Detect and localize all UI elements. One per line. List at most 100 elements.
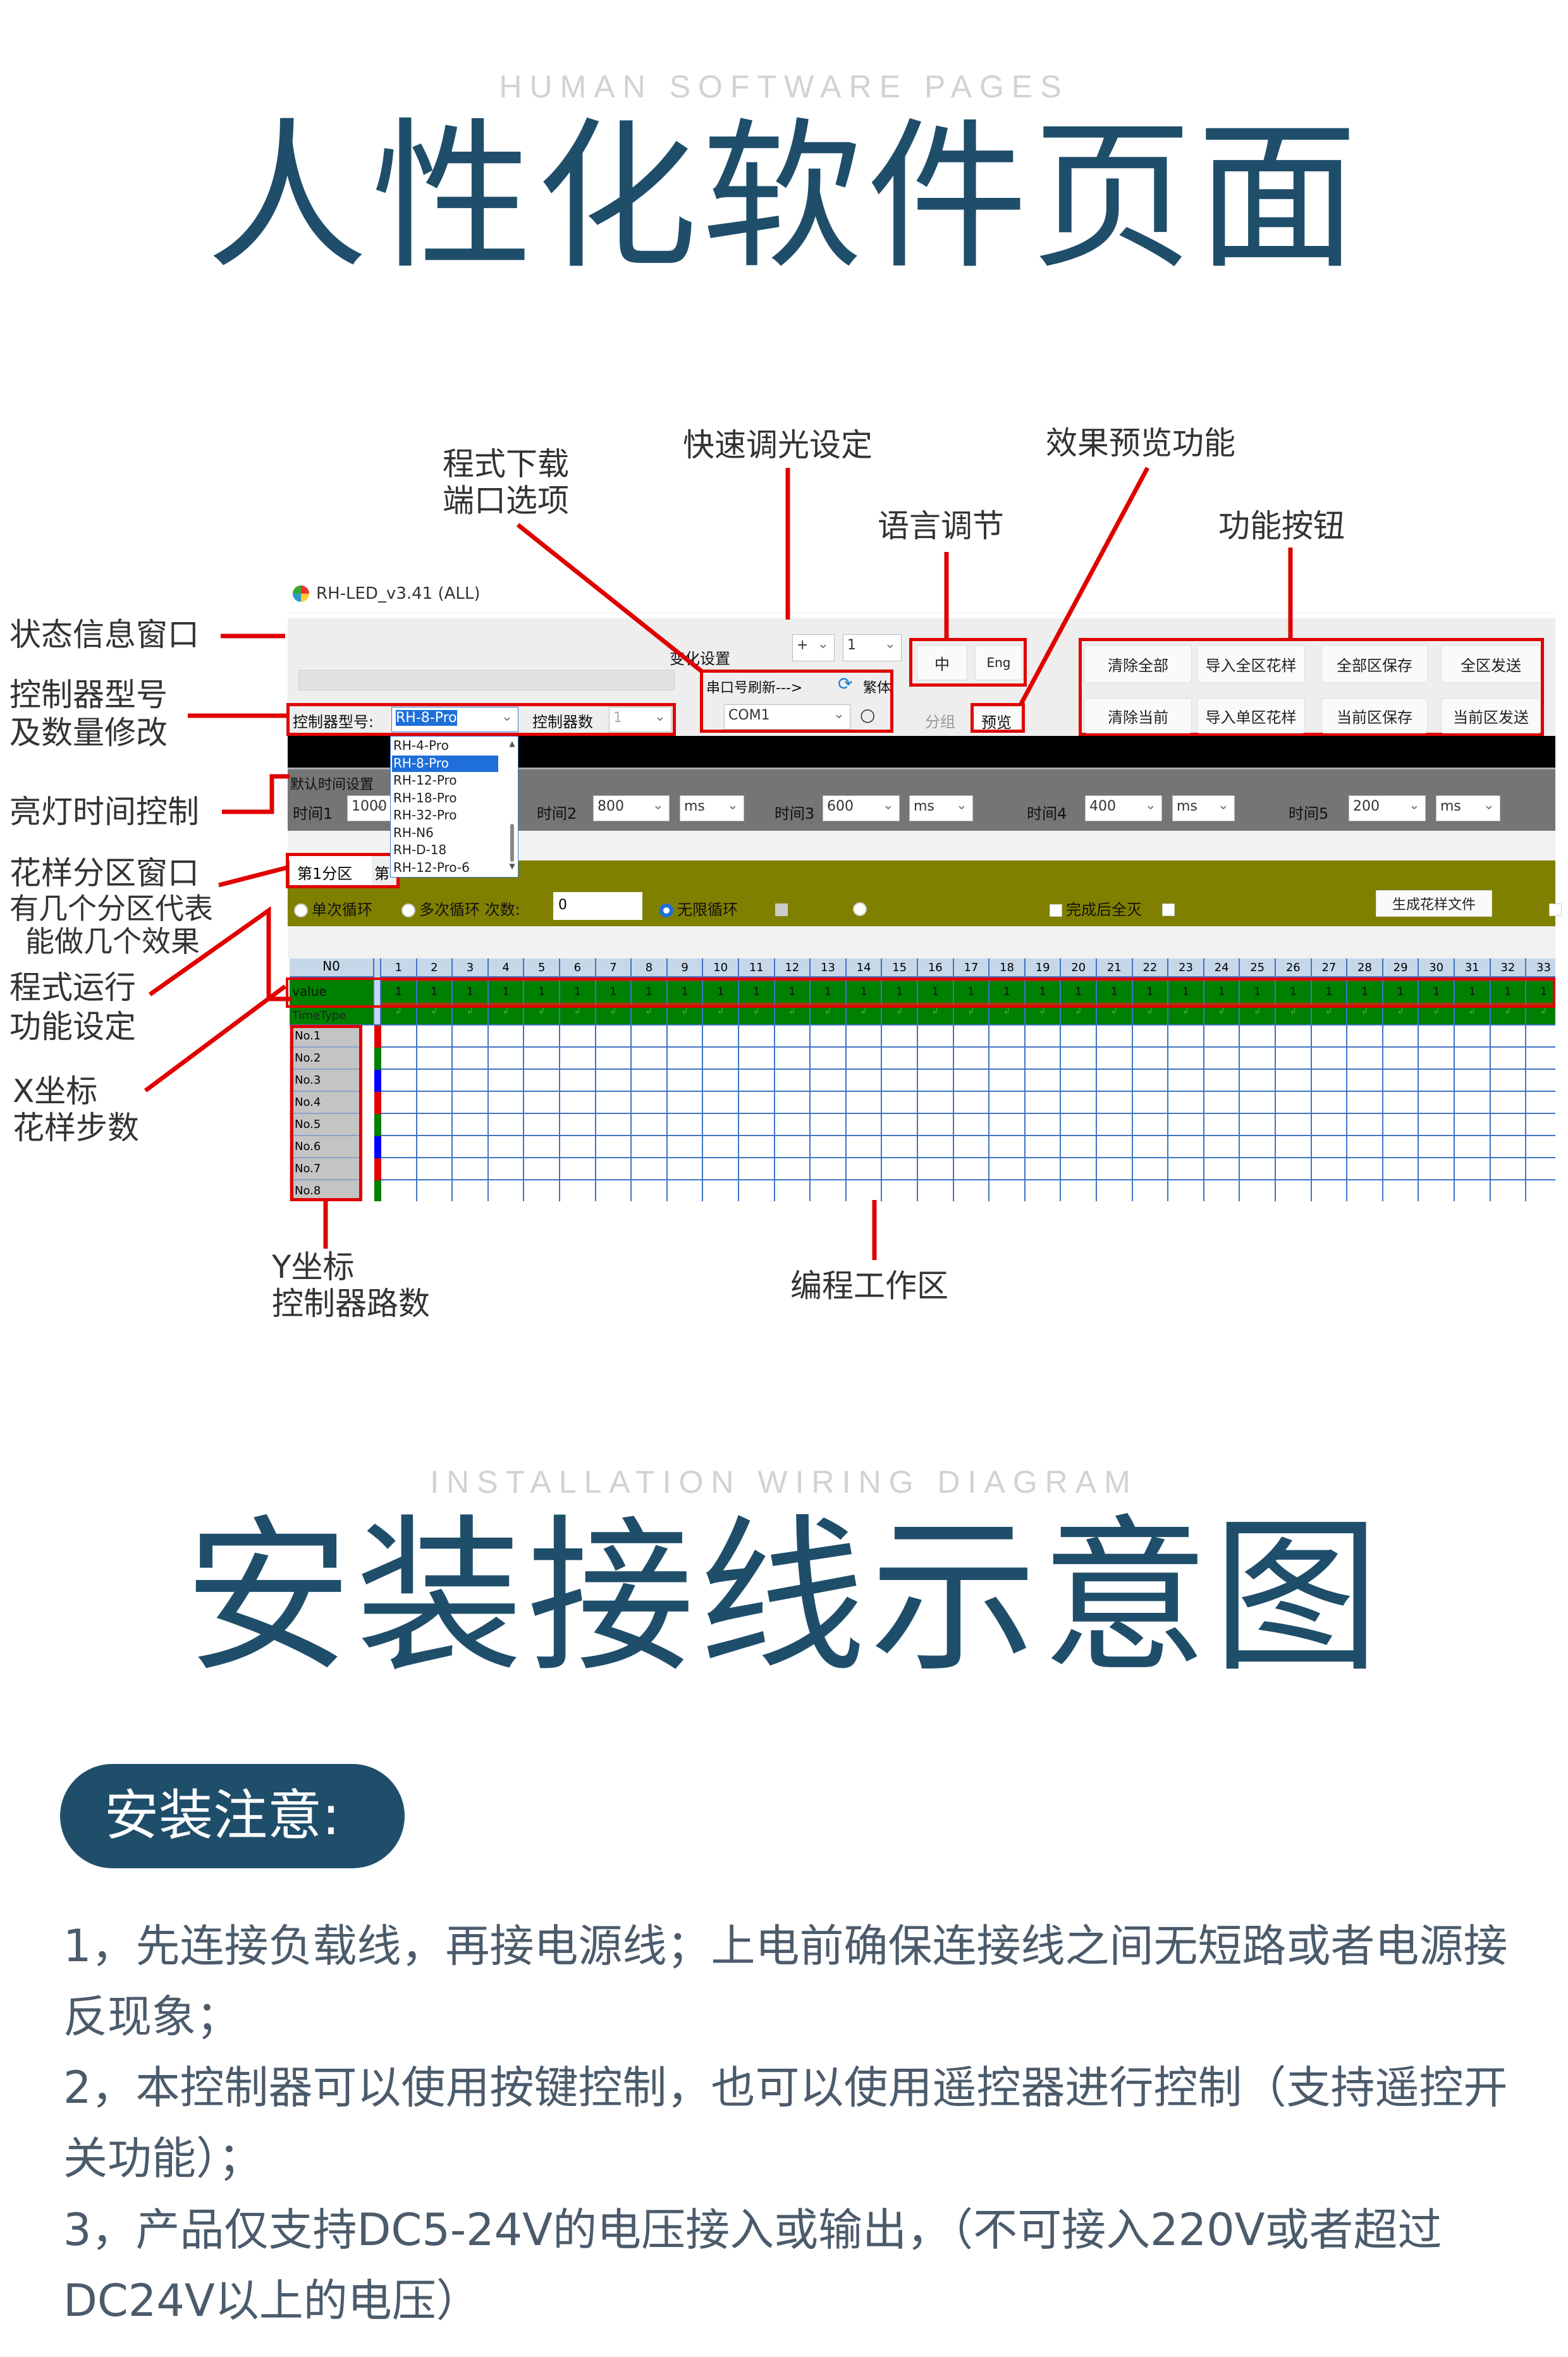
grid-cell [775,1158,811,1180]
dropdown-option[interactable]: RH-D-18 [393,842,447,857]
save-all-button[interactable]: 全部区保存 [1321,645,1428,683]
grid-cell [811,1158,847,1180]
timetype-cell: ↲ [1204,1007,1240,1025]
time1-input[interactable]: 1000 [347,795,391,821]
row-label: No.8 [290,1180,362,1201]
grid-cell [1204,1092,1240,1114]
import-single-button[interactable]: 导入单区花样 [1197,698,1305,733]
grid-cell [632,1158,668,1180]
grid-cell [953,1070,990,1092]
grid-cell [811,1070,847,1092]
time4-unit[interactable]: ms [1172,795,1235,821]
lang-en-button[interactable]: Eng [975,645,1022,680]
grid-cell [667,1025,704,1048]
time-section-label: 默认时间设置 [290,777,374,793]
grid-cell [1168,1114,1204,1136]
time3-unit[interactable]: ms [909,795,973,821]
title-bar: RH-LED_v3.41 (ALL) [288,575,1555,613]
grid-cell [488,1070,525,1092]
change-value-select[interactable]: 1 [843,634,902,661]
callout-partition-3: 能做几个效果 [25,924,200,958]
dropdown-option[interactable]: RH-12-Pro-6 [393,859,470,875]
count-select[interactable]: 1 [609,707,671,732]
grid-cell [1240,1092,1276,1114]
lang-zh-button[interactable]: 中 [917,645,967,680]
time2-unit[interactable]: ms [680,795,744,821]
grid-cell [1419,1180,1455,1201]
loop-count-input[interactable]: 0 [553,892,642,920]
row-color-marker [374,1158,381,1180]
timetype-cell: ↲ [667,1007,704,1025]
grid-cell [739,1092,775,1114]
grid-cell [1061,1180,1097,1201]
row-labels-highlight [290,1025,362,1201]
import-all-button[interactable]: 导入全区花样 [1197,645,1305,683]
column-header: 28 [1347,958,1383,977]
refresh-icon[interactable]: ⟳ [838,673,853,694]
grid-cell [846,1136,883,1158]
disabled-checkbox-2 [1162,903,1175,916]
grid-cell [560,1114,596,1136]
time3-input[interactable]: 600 [823,795,900,821]
model-select[interactable]: RH-8-Pro [391,707,518,732]
single-loop-radio[interactable] [294,903,308,917]
time4-input[interactable]: 400 [1085,795,1162,821]
clear-all-button[interactable]: 清除全部 [1084,645,1192,683]
time5-input[interactable]: 200 [1349,795,1426,821]
grid-cell [918,1070,954,1092]
grid-cell [1204,1136,1240,1158]
change-op-select[interactable]: + [792,634,835,661]
multi-loop-radio[interactable] [401,903,415,917]
send-all-button[interactable]: 全区发送 [1441,645,1541,683]
grid-cell [1526,1092,1555,1114]
grid-cell [775,1180,811,1201]
time2-input[interactable]: 800 [593,795,670,821]
grid-cell [918,1180,954,1201]
tab-partition-1[interactable]: 第1分区 [290,856,372,885]
dropdown-option[interactable]: RH-N6 [393,824,434,840]
dropdown-option[interactable]: RH-32-Pro [393,807,457,823]
grid-cell [596,1025,632,1048]
grid-cell [1347,1114,1383,1136]
port-select[interactable]: COM1 [724,704,850,730]
infinite-loop-radio[interactable] [659,903,673,917]
clear-current-button[interactable]: 清除当前 [1084,698,1192,733]
grid-cell [1204,1180,1240,1201]
grid-cell [453,1025,489,1048]
generate-pattern-button[interactable]: 生成花样文件 [1376,890,1492,917]
timetype-cell: ↲ [417,1007,453,1025]
dropdown-option[interactable]: RH-18-Pro [393,790,457,805]
dropdown-scrollbar[interactable]: ▲▼ [509,739,515,871]
dropdown-option[interactable]: RH-4-Pro [393,738,449,753]
time5-unit[interactable]: ms [1436,795,1500,821]
all-off-checkbox[interactable] [1050,904,1062,917]
grid-cell [381,1025,417,1048]
dropdown-option[interactable]: RH-8-Pro [392,755,498,772]
dropdown-option[interactable]: RH-12-Pro [393,773,457,788]
grid-cell [1132,1136,1169,1158]
group-button[interactable]: 分组 [925,713,955,731]
send-current-button[interactable]: 当前区发送 [1441,698,1541,733]
grid-cell [417,1136,453,1158]
grid-cell [1097,1180,1133,1201]
timetype-cell: ↲ [1383,1007,1419,1025]
preview-button[interactable]: 预览 [971,703,1025,733]
grid-cell [1490,1114,1527,1136]
save-current-button[interactable]: 当前区保存 [1321,698,1428,733]
extra-checkbox[interactable] [1549,903,1562,916]
callout-workspace: 编程工作区 [790,1268,948,1304]
grid-cell [1061,1025,1097,1048]
traditional-button[interactable]: 繁体 [863,680,891,696]
grid-cell [632,1136,668,1158]
grid-cell [1276,1092,1312,1114]
timetype-cell: ↲ [1526,1007,1555,1025]
grid-cell [1240,1025,1276,1048]
timetype-cell: ↲ [739,1007,775,1025]
grid-cell [1455,1114,1491,1136]
language-group [909,638,1027,687]
column-header: 18 [989,958,1026,977]
grid-cell [1311,1158,1348,1180]
grid-cell [1168,1136,1204,1158]
